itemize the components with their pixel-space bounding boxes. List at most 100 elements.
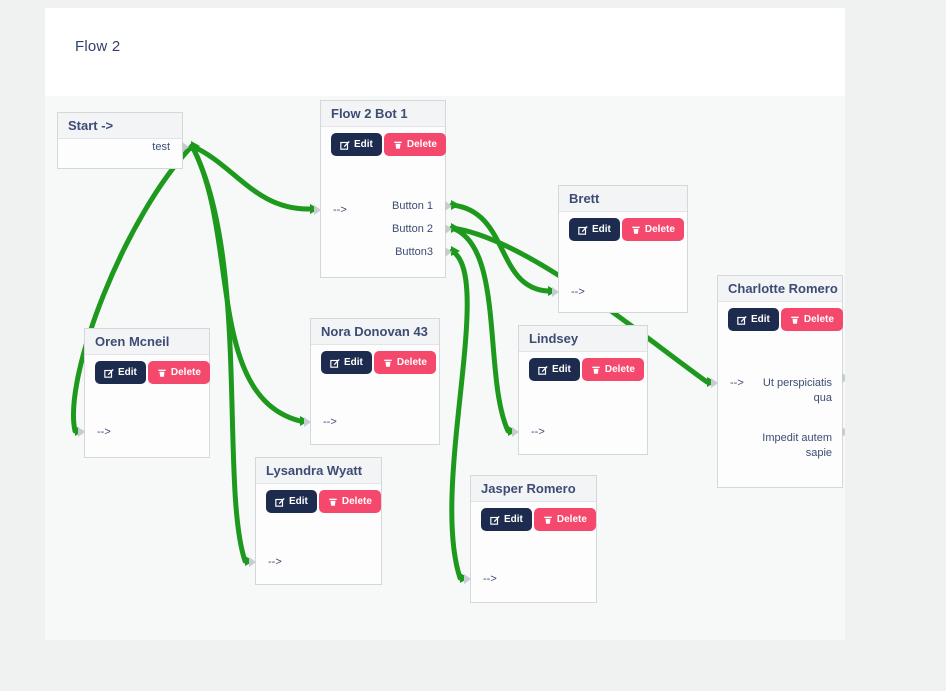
node-title: Charlotte Romero <box>718 276 842 302</box>
trash-icon <box>632 226 640 234</box>
delete-button[interactable]: Delete <box>147 361 210 384</box>
edit-button[interactable]: Edit <box>481 508 532 531</box>
input-label: --> <box>531 426 545 438</box>
edit-button-label: Edit <box>118 367 137 378</box>
delete-button-label: Delete <box>396 357 427 368</box>
connection-button3-to-jasper-romero[interactable] <box>449 248 470 581</box>
input-label: --> <box>483 573 497 585</box>
delete-button-label: Delete <box>170 367 201 378</box>
edit-pencil-icon <box>578 225 588 235</box>
node-charlotte-romero[interactable]: Charlotte Romero Edit Delete --> Ut pers… <box>711 275 845 488</box>
edit-button-label: Edit <box>354 139 373 150</box>
node-flow2-bot1[interactable]: Flow 2 Bot 1 Edit Delete --> Button 1 Bu… <box>314 100 452 278</box>
delete-button-label: Delete <box>604 364 635 375</box>
trash-icon <box>329 498 337 506</box>
flow-titlebar: Flow 2 <box>45 8 845 96</box>
delete-button-label: Delete <box>644 224 675 235</box>
edit-pencil-icon <box>490 515 500 525</box>
delete-button-label: Delete <box>803 314 834 325</box>
input-port[interactable] <box>512 427 519 437</box>
node-title: Jasper Romero <box>471 476 596 502</box>
input-port[interactable] <box>314 205 321 215</box>
delete-button-label: Delete <box>341 496 372 507</box>
node-start[interactable]: Start -> test <box>57 112 189 169</box>
input-label: --> <box>333 204 347 216</box>
edit-button[interactable]: Edit <box>95 361 146 384</box>
connection-source-arrowhead <box>451 200 460 210</box>
node-lysandra-wyatt[interactable]: Lysandra Wyatt Edit Delete --> <box>249 457 382 585</box>
delete-button[interactable]: Delete <box>533 508 596 531</box>
input-label: --> <box>268 556 282 568</box>
trash-icon <box>592 366 600 374</box>
node-title: Nora Donovan 43 <box>311 319 439 345</box>
output-port[interactable] <box>842 427 845 437</box>
input-port[interactable] <box>249 557 256 567</box>
node-title: Start -> <box>58 113 182 139</box>
edit-button[interactable]: Edit <box>266 490 317 513</box>
connection-source-arrowhead <box>451 223 460 233</box>
flow-canvas[interactable]: Start -> test Flow 2 Bot 1 Edit Delete -… <box>45 96 845 640</box>
trash-icon <box>791 316 799 324</box>
node-jasper-romero[interactable]: Jasper Romero Edit Delete --> <box>464 475 597 603</box>
node-title: Brett <box>559 186 687 212</box>
edit-pencil-icon <box>340 140 350 150</box>
node-oren-mcneil[interactable]: Oren Mcneil Edit Delete --> <box>78 328 210 458</box>
node-lindsey[interactable]: Lindsey Edit Delete --> <box>512 325 648 455</box>
input-port[interactable] <box>552 287 559 297</box>
trash-icon <box>158 369 166 377</box>
input-port[interactable] <box>711 378 718 388</box>
edit-button-label: Edit <box>504 514 523 525</box>
delete-button[interactable]: Delete <box>318 490 381 513</box>
edit-button-label: Edit <box>344 357 363 368</box>
edit-button[interactable]: Edit <box>728 308 779 331</box>
delete-button[interactable]: Delete <box>780 308 843 331</box>
connection-source-arrowhead <box>191 141 200 151</box>
edit-pencil-icon <box>737 315 747 325</box>
trash-icon <box>544 516 552 524</box>
page-title: Flow 2 <box>75 38 121 55</box>
node-brett[interactable]: Brett Edit Delete --> <box>552 185 688 313</box>
delete-button[interactable]: Delete <box>383 133 446 156</box>
connection-button1-to-brett[interactable] <box>449 202 551 294</box>
connection-test-to-oren-mcneil[interactable] <box>71 143 195 434</box>
trash-icon <box>384 359 392 367</box>
edit-button[interactable]: Edit <box>529 358 580 381</box>
connection-button2-to-lindsey[interactable] <box>449 225 511 434</box>
output-port[interactable] <box>445 224 452 234</box>
node-title: Oren Mcneil <box>85 329 209 355</box>
edit-pencil-icon <box>275 497 285 507</box>
delete-button-label: Delete <box>406 139 437 150</box>
edit-pencil-icon <box>330 358 340 368</box>
output-port[interactable] <box>182 142 189 152</box>
node-nora-donovan-43[interactable]: Nora Donovan 43 Edit Delete --> <box>304 318 440 445</box>
output-label-ut-perspiciatis: Ut perspiciatis qua <box>762 377 832 404</box>
connection-source-arrowhead <box>451 246 460 256</box>
input-port[interactable] <box>304 417 311 427</box>
input-label: --> <box>730 377 744 389</box>
edit-button[interactable]: Edit <box>569 218 620 241</box>
output-label-test: test <box>152 141 170 153</box>
input-port[interactable] <box>78 427 85 437</box>
edit-button[interactable]: Edit <box>331 133 382 156</box>
trash-icon <box>394 141 402 149</box>
delete-button[interactable]: Delete <box>373 351 436 374</box>
output-label-button-2: Button 2 <box>392 223 433 235</box>
delete-button[interactable]: Delete <box>581 358 644 381</box>
output-label-button-1: Button 1 <box>392 200 433 212</box>
edit-pencil-icon <box>538 365 548 375</box>
output-port[interactable] <box>445 247 452 257</box>
input-label: --> <box>323 416 337 428</box>
output-label-impedit-autem: Impedit autem sapie <box>762 432 832 459</box>
connection-test-to-flow2bot1[interactable] <box>189 143 313 212</box>
output-port[interactable] <box>445 201 452 211</box>
edit-button-label: Edit <box>592 224 611 235</box>
delete-button[interactable]: Delete <box>621 218 684 241</box>
output-port[interactable] <box>842 373 845 383</box>
input-label: --> <box>571 286 585 298</box>
node-title: Lysandra Wyatt <box>256 458 381 484</box>
input-port[interactable] <box>464 574 471 584</box>
node-title: Lindsey <box>519 326 647 352</box>
edit-button-label: Edit <box>552 364 571 375</box>
connection-test-to-lysandra-wyatt[interactable] <box>189 143 248 564</box>
edit-button[interactable]: Edit <box>321 351 372 374</box>
